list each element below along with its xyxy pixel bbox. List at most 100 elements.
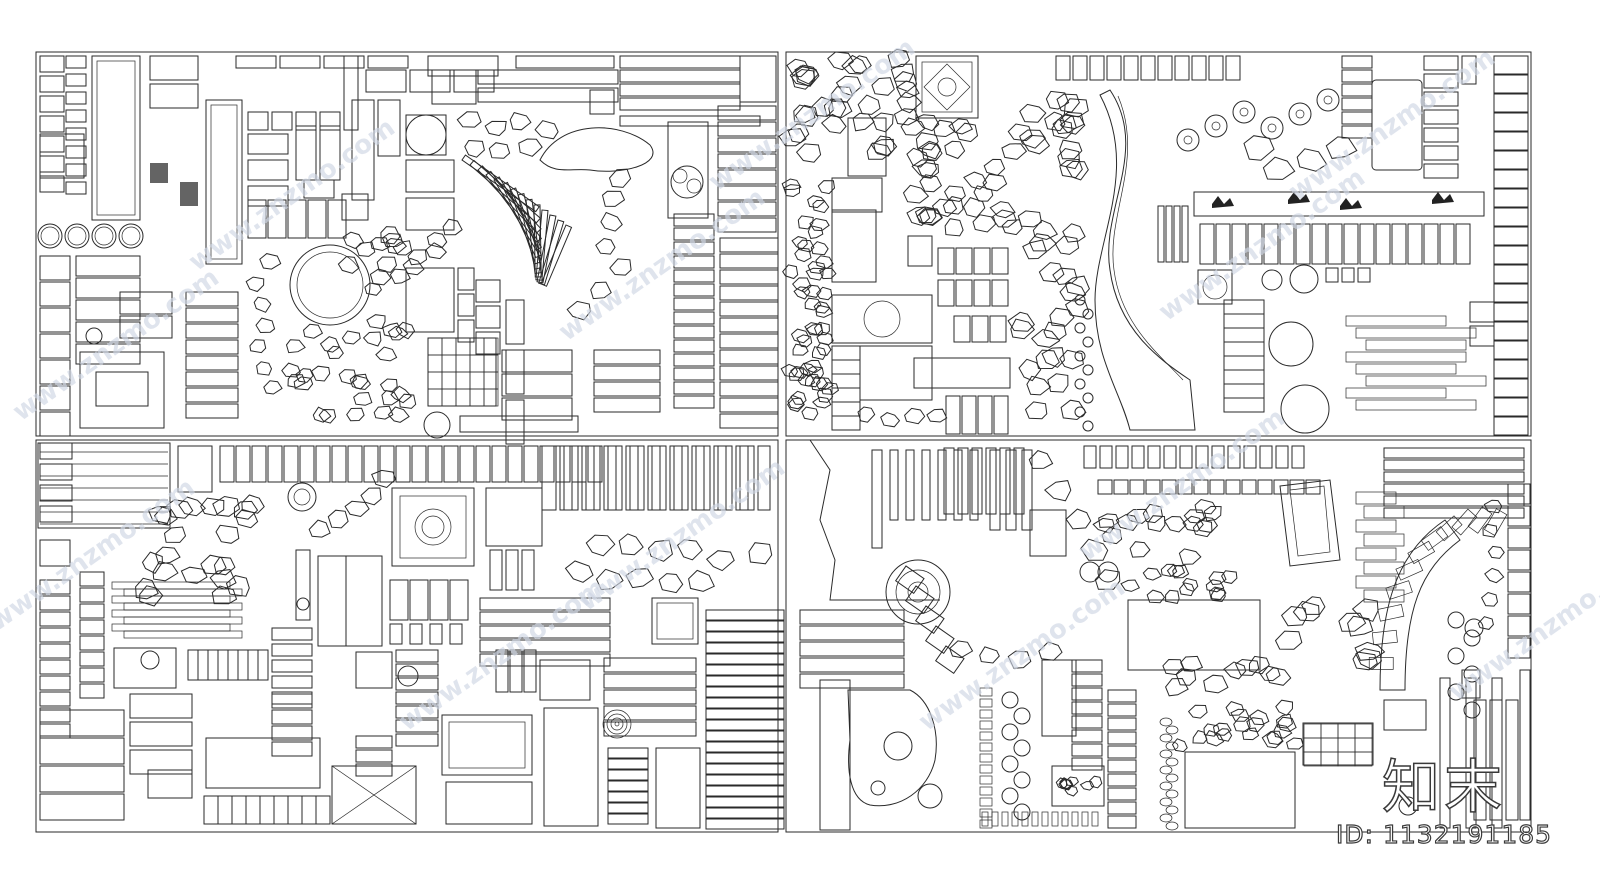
paving-block <box>39 793 125 821</box>
paving-block <box>1341 83 1373 97</box>
paving-block <box>1423 55 1459 71</box>
grid-cell <box>1303 751 1322 767</box>
stepping-stone <box>1041 347 1066 368</box>
stepping-stone <box>352 374 372 391</box>
paving-block <box>177 445 213 493</box>
stepping-stone <box>792 343 809 356</box>
rotated-paver <box>904 585 935 615</box>
pebble <box>1082 336 1094 348</box>
stepping-stone <box>795 143 822 163</box>
shrub-row <box>1212 192 1454 210</box>
stepping-stone <box>488 142 511 159</box>
paving-block <box>1181 205 1189 263</box>
paving-block <box>705 675 785 687</box>
paving-block <box>65 181 87 195</box>
rotated-paver <box>924 625 955 655</box>
pebble <box>1159 765 1173 775</box>
stepping-stone <box>346 407 365 422</box>
paving-block <box>147 769 193 799</box>
stone-strip <box>1355 575 1397 589</box>
paving-block <box>889 449 899 521</box>
stepping-stone <box>1142 567 1162 581</box>
paving-block <box>1107 731 1137 745</box>
stepping-stone <box>456 111 482 128</box>
paving-block <box>185 371 239 387</box>
paving-block <box>705 719 785 731</box>
paving-block <box>1383 495 1525 507</box>
stepping-stone <box>895 80 920 99</box>
stepping-stone <box>1065 160 1089 181</box>
paving-block <box>1383 507 1525 519</box>
paving-block <box>521 549 535 591</box>
stepping-stone <box>793 286 811 300</box>
paving-block <box>619 97 741 111</box>
shrub-block <box>979 764 993 774</box>
paving-block <box>1493 188 1529 208</box>
paving-block <box>505 549 519 591</box>
paving-block <box>343 55 359 131</box>
paving-block <box>185 387 239 403</box>
stepping-stone <box>600 211 623 232</box>
paving-block <box>185 307 239 323</box>
stepping-stone <box>982 173 1008 192</box>
paving-block <box>271 725 313 741</box>
paving-block <box>1223 327 1265 343</box>
paving-block <box>319 125 341 181</box>
paving-block <box>1325 267 1339 283</box>
paving-block <box>603 657 697 673</box>
paving-block <box>713 445 727 511</box>
paving-block <box>673 353 715 367</box>
stepping-stone <box>786 397 805 413</box>
paving-block <box>427 55 499 77</box>
curved-walk <box>1094 89 1196 431</box>
paving-block <box>735 445 749 511</box>
shrub-block <box>979 742 993 752</box>
paving-block <box>247 133 289 155</box>
stepping-stone <box>1059 158 1083 179</box>
stepping-stone <box>1265 667 1292 686</box>
paving-block <box>1227 445 1241 469</box>
paving-block <box>937 449 947 521</box>
stepping-stone <box>1101 527 1123 545</box>
paving-block <box>477 87 619 103</box>
paving-block <box>523 445 539 483</box>
stepping-stone <box>1477 616 1494 630</box>
pebble <box>1074 406 1086 418</box>
paving-block <box>479 625 611 639</box>
paving-block <box>395 733 439 747</box>
round-shrub <box>1447 647 1465 665</box>
stepping-stone <box>1171 738 1188 753</box>
paving-block <box>985 447 997 515</box>
stepping-stone <box>812 396 832 409</box>
stepping-stone <box>688 569 715 592</box>
paving-block <box>673 255 715 269</box>
stepping-stone <box>1234 658 1260 676</box>
paving-block <box>1223 383 1265 399</box>
paving-block <box>267 199 287 239</box>
stepping-stone <box>790 365 809 379</box>
paving-block <box>799 673 905 689</box>
paving-block <box>691 445 705 511</box>
paving-block <box>355 749 393 763</box>
paving-block <box>207 649 219 681</box>
paving-block <box>303 179 335 199</box>
paving-block <box>449 579 469 621</box>
edge-block <box>1001 811 1009 827</box>
grid-cell <box>427 388 443 407</box>
stepping-stone <box>344 500 370 518</box>
stepping-stone <box>1210 587 1226 603</box>
paving-block <box>295 549 311 621</box>
round-paver <box>91 223 117 249</box>
paving-block <box>301 795 317 825</box>
seat-block <box>79 351 165 429</box>
paving-block <box>1493 150 1529 170</box>
stepping-stone <box>921 142 943 162</box>
paving-block <box>1129 479 1145 495</box>
edge-block <box>1061 811 1069 827</box>
stepping-stone <box>1192 730 1208 744</box>
paving-block <box>539 659 591 701</box>
stepping-stone <box>390 385 412 404</box>
paving-block <box>459 415 579 433</box>
stepping-stone <box>1080 538 1109 561</box>
paving-block <box>717 105 777 121</box>
